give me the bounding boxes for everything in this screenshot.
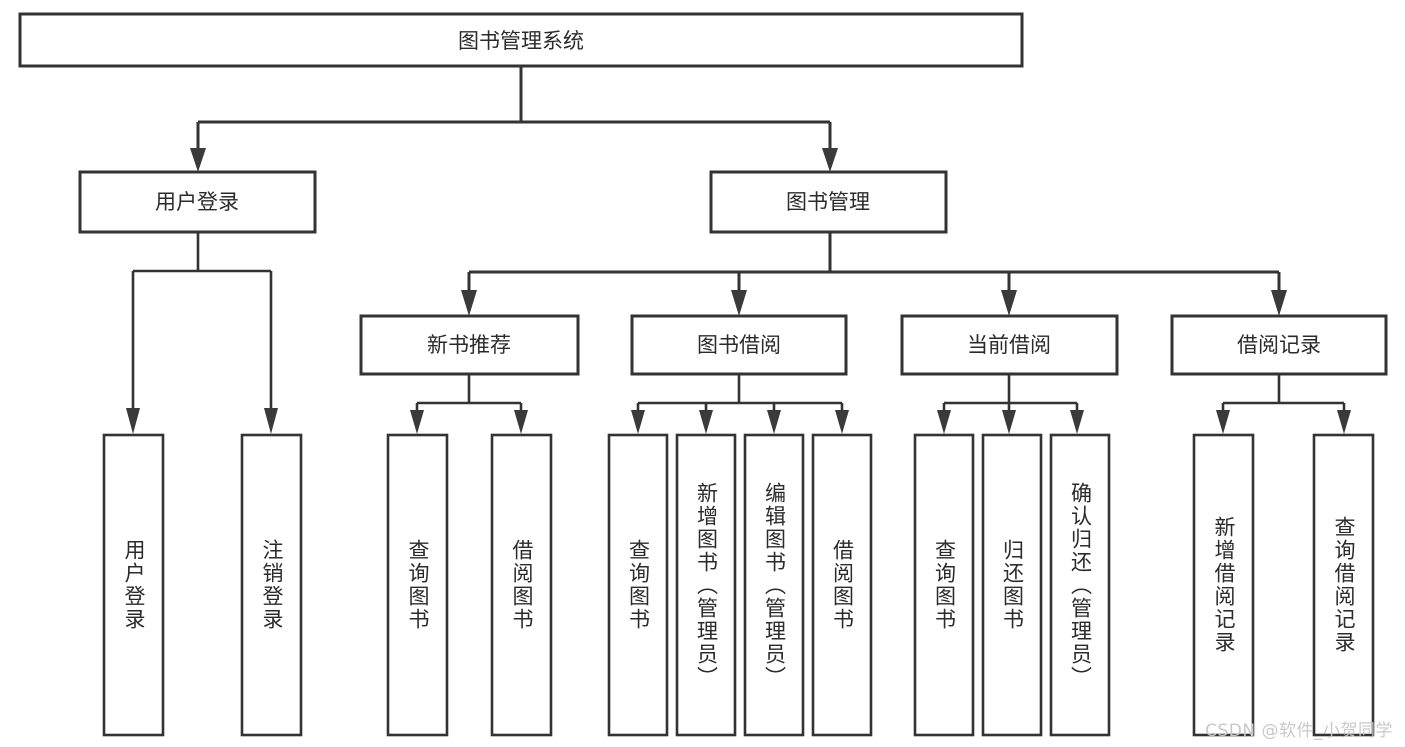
arrowhead-leaf-logout (264, 408, 278, 434)
node-new-book-rec-label: 新书推荐 (427, 333, 511, 357)
arrowhead-current-borrow (1001, 290, 1017, 316)
node-current-borrow-label: 当前借阅 (967, 333, 1051, 357)
arrowhead-user-login (190, 148, 206, 172)
node-book-manage[interactable] (709, 170, 948, 234)
node-leaf-confirm-return[interactable] (1049, 433, 1111, 737)
node-user-login-label: 用户登录 (155, 190, 239, 214)
arrowhead-leaf-query-book-3 (937, 410, 951, 434)
node-leaf-return-book[interactable] (981, 433, 1043, 737)
arrowhead-leaf-add-record (1216, 410, 1230, 434)
arrowhead-book-borrow (731, 290, 747, 316)
arrowhead-borrow-record (1271, 290, 1287, 316)
node-leaf-query-book-3[interactable] (913, 433, 975, 737)
node-leaf-query-book-1[interactable] (386, 433, 449, 737)
node-borrow-record[interactable] (1170, 314, 1388, 376)
arrowhead-leaf-borrow-book-2 (835, 410, 849, 434)
arrowhead-book-manage (822, 148, 838, 172)
arrowhead-leaf-add-book (699, 410, 713, 434)
edge-layer (126, 66, 1351, 434)
arrowhead-leaf-borrow-book-1 (514, 410, 528, 434)
node-leaf-edit-book[interactable] (743, 433, 805, 737)
node-layer: 图书管理系统 用户登录 图书管理 新书推荐 图书借阅 当前借阅 借阅记录 (18, 12, 1388, 737)
arrowhead-leaf-query-record (1337, 410, 1351, 434)
node-root[interactable] (18, 12, 1024, 68)
arrowhead-leaf-edit-book (767, 410, 781, 434)
arrowhead-leaf-query-book-2 (631, 410, 645, 434)
node-leaf-query-record[interactable] (1312, 433, 1375, 737)
node-book-borrow-label: 图书借阅 (697, 333, 781, 357)
node-leaf-user-login[interactable] (102, 433, 165, 737)
node-user-login[interactable] (78, 170, 317, 234)
node-leaf-add-record[interactable] (1192, 433, 1255, 737)
watermark: CSDN @软件_小贺同学 (1205, 721, 1393, 741)
node-borrow-record-label: 借阅记录 (1237, 333, 1321, 357)
node-new-book-rec[interactable] (359, 314, 580, 376)
node-leaf-borrow-book-2[interactable] (811, 433, 873, 737)
node-leaf-query-book-2[interactable] (607, 433, 669, 737)
node-book-borrow[interactable] (630, 314, 848, 376)
node-book-manage-label: 图书管理 (786, 190, 870, 214)
arrowhead-leaf-return-book (1002, 410, 1016, 434)
node-root-label: 图书管理系统 (458, 29, 584, 53)
arrowhead-new-book-rec (461, 290, 477, 316)
node-current-borrow[interactable] (900, 314, 1119, 376)
node-leaf-logout[interactable] (240, 433, 303, 737)
node-leaf-add-book[interactable] (675, 433, 737, 737)
arrowhead-leaf-confirm-return (1070, 410, 1084, 434)
arrowhead-leaf-query-book-1 (410, 410, 424, 434)
node-leaf-borrow-book-1[interactable] (490, 433, 553, 737)
arrowhead-leaf-user-login (126, 408, 140, 434)
